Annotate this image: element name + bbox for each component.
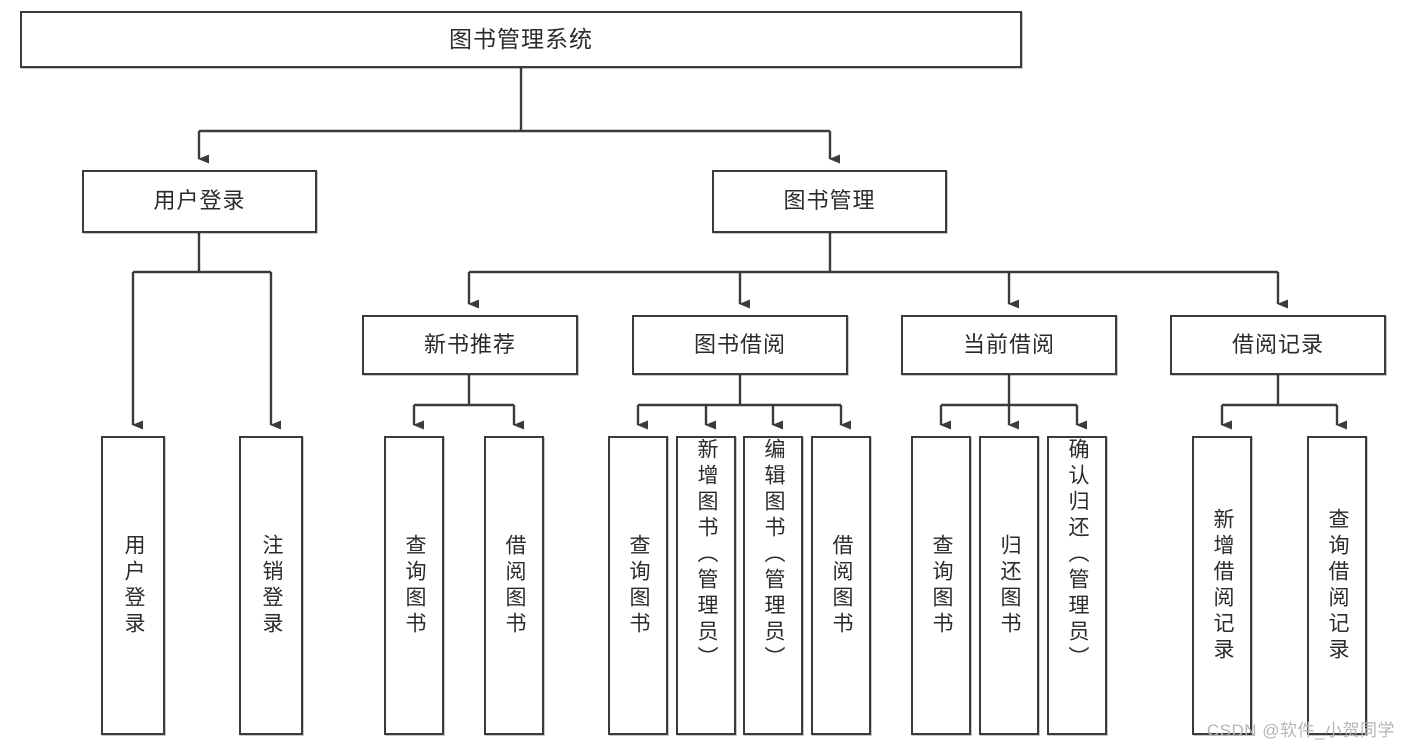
node-leaf-add-record[interactable]: 新增借阅记录 — [1192, 436, 1252, 735]
node-new-book-recommend[interactable]: 新书推荐 — [362, 315, 578, 375]
node-label: 图书借阅 — [693, 331, 786, 357]
node-leaf-query-book-2[interactable]: 查询图书 — [608, 436, 668, 735]
watermark-text: CSDN @软件_小贺同学 — [1206, 721, 1395, 740]
node-leaf-query-book-3[interactable]: 查询图书 — [911, 436, 971, 735]
node-leaf-return-book[interactable]: 归还图书 — [979, 436, 1039, 735]
node-label: 借阅记录 — [1231, 331, 1324, 357]
node-label: 借阅图书 — [503, 533, 527, 638]
node-label: 用户登录 — [153, 188, 246, 214]
node-label: 查询图书 — [403, 533, 427, 638]
node-label: 编辑图书（管理员） — [762, 438, 786, 672]
node-label: 查询图书 — [627, 533, 651, 638]
node-label: 新增图书（管理员） — [695, 438, 719, 672]
node-leaf-borrow-book-2[interactable]: 借阅图书 — [811, 436, 871, 735]
node-current-borrow[interactable]: 当前借阅 — [901, 315, 1117, 375]
node-book-borrow[interactable]: 图书借阅 — [632, 315, 848, 375]
node-label: 新书推荐 — [423, 331, 516, 357]
node-label: 当前借阅 — [962, 331, 1055, 357]
node-label: 归还图书 — [998, 533, 1022, 638]
node-label: 借阅图书 — [830, 533, 854, 638]
node-label: 新增借阅记录 — [1211, 507, 1235, 664]
node-leaf-query-record[interactable]: 查询借阅记录 — [1307, 436, 1367, 735]
node-user-login[interactable]: 用户登录 — [82, 170, 317, 233]
node-label: 确认归还（管理员） — [1066, 438, 1090, 672]
node-label: 用户登录 — [122, 533, 146, 638]
node-book-management[interactable]: 图书管理 — [712, 170, 947, 233]
node-leaf-confirm-return[interactable]: 确认归还（管理员） — [1047, 436, 1107, 735]
node-label: 图书管理 — [783, 188, 876, 214]
node-leaf-query-book-1[interactable]: 查询图书 — [384, 436, 444, 735]
node-borrow-record[interactable]: 借阅记录 — [1170, 315, 1386, 375]
node-leaf-user-login[interactable]: 用户登录 — [101, 436, 165, 735]
node-leaf-borrow-book-1[interactable]: 借阅图书 — [484, 436, 544, 735]
node-leaf-edit-book[interactable]: 编辑图书（管理员） — [743, 436, 803, 735]
node-leaf-add-book[interactable]: 新增图书（管理员） — [676, 436, 736, 735]
node-label: 查询图书 — [930, 533, 954, 638]
node-label: 图书管理系统 — [449, 25, 593, 52]
node-label: 查询借阅记录 — [1326, 507, 1350, 664]
node-leaf-logout[interactable]: 注销登录 — [239, 436, 303, 735]
node-label: 注销登录 — [260, 533, 284, 638]
node-root-system[interactable]: 图书管理系统 — [20, 11, 1022, 68]
